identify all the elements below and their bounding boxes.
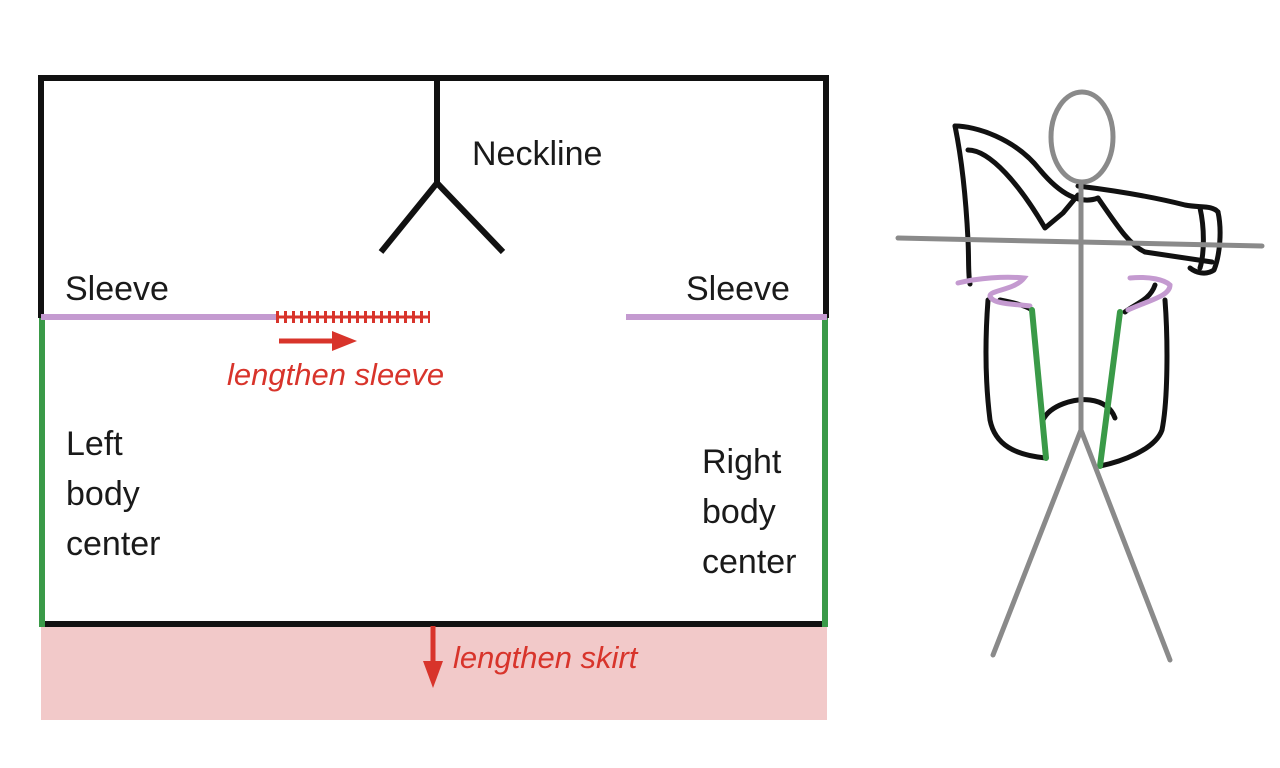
left-body-center-label-line-2: body [66, 475, 140, 513]
lengthen-skirt-arrow-head [423, 661, 443, 688]
neckline-label: Neckline [472, 135, 602, 173]
right-body-center-label-line-2: body [702, 493, 776, 531]
left-body-center-label-line-1: Left [66, 425, 123, 463]
left-body-center-label-line-3: center [66, 525, 161, 563]
right-body-center-label-line-3: center [702, 543, 797, 581]
stick-figure-wearing-garment-icon [895, 89, 1265, 663]
neckline-cut [378, 78, 506, 255]
lengthen-sleeve-arrow-head [332, 331, 357, 351]
right-body-center-label-line-1: Right [702, 443, 782, 481]
sleeve-right-label: Sleeve [686, 270, 790, 308]
lengthen-sleeve-label: lengthen sleeve [227, 357, 444, 392]
sleeve-left-label: Sleeve [65, 270, 169, 308]
lengthen-skirt-label: lengthen skirt [453, 640, 639, 675]
